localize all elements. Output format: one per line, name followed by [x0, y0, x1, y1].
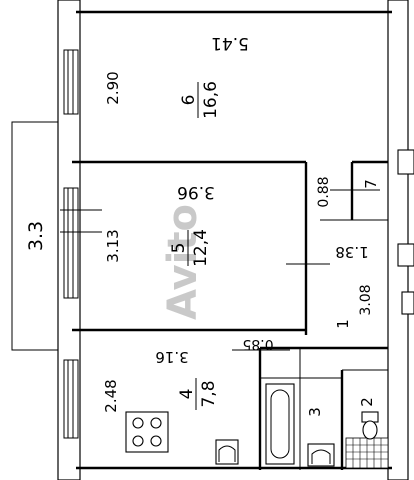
kitchen-width-label: 3.16 — [155, 348, 188, 366]
interior-walls — [72, 160, 388, 470]
bedroom-width-label: 3.96 — [177, 182, 215, 202]
bathtub-icon — [265, 383, 295, 465]
kitchen-depth-label: 2.48 — [102, 379, 120, 412]
hall-length-label: 3.08 — [358, 284, 374, 315]
living-depth-label: 2.90 — [104, 71, 122, 104]
wc-tiled-floor — [345, 437, 389, 469]
balcony-width-label: 3.3 — [25, 221, 47, 251]
storage-depth-label: 0.88 — [316, 176, 332, 207]
kitchen-sink-icon — [215, 439, 239, 465]
living-number-label: 6 — [179, 95, 199, 106]
right-wall-stubs — [397, 149, 414, 315]
kitchen-area-label: 7,8 — [199, 380, 219, 407]
living-area-label: 16,6 — [201, 81, 221, 119]
hall-width-label: 1.38 — [335, 243, 368, 261]
living-width-label: 5.41 — [211, 33, 249, 53]
wc-number-label: 2 — [358, 397, 376, 407]
windows — [63, 49, 79, 439]
bedroom-area-label: 12,4 — [191, 229, 211, 267]
window-kitchen — [63, 359, 79, 439]
bath-number-label: 3 — [306, 407, 324, 417]
dimension-marks — [60, 189, 380, 351]
storage-number-label: 7 — [362, 179, 380, 189]
bedroom-depth-label: 3.13 — [104, 229, 122, 262]
stove-icon — [125, 411, 169, 453]
window-living — [63, 49, 79, 115]
watermark: Avito — [160, 204, 206, 320]
window-bedroom — [63, 187, 79, 299]
toilet-icon — [361, 411, 379, 440]
bedroom-number-label: 5 — [169, 243, 189, 254]
washbasin-icon — [307, 443, 335, 467]
door-width-label: 0.85 — [242, 336, 273, 352]
hall-number-label: 1 — [334, 319, 352, 329]
kitchen-number-label: 4 — [177, 389, 197, 400]
